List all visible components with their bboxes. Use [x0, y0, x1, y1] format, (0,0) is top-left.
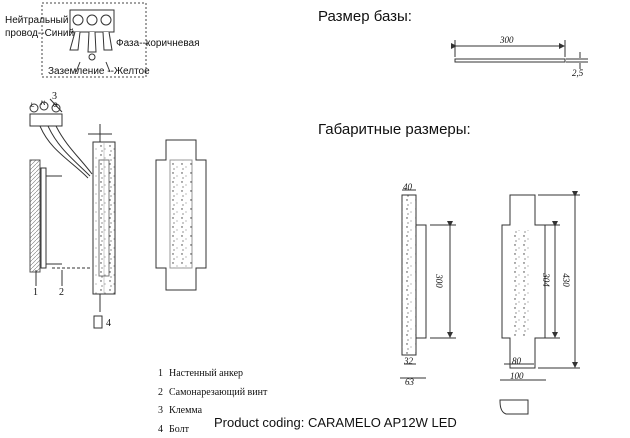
neutral-wire-label: Нейтральный провод--Синий: [5, 14, 74, 40]
left-outer-width-dim: 63: [405, 377, 414, 387]
base-length-dim: 300: [500, 35, 514, 45]
base-drawing: [455, 40, 588, 69]
callout-2: 2: [59, 287, 64, 298]
right-inner-width-dim: 80: [512, 356, 521, 366]
left-height-dim: 300: [434, 274, 444, 288]
phase-wire-label: Фаза--коричневая: [116, 38, 200, 49]
right-total-height-dim: 430: [561, 273, 571, 287]
callout-1: 1: [33, 287, 38, 298]
callout-4: 4: [106, 318, 111, 329]
base-thickness-dim: 2,5: [572, 68, 583, 78]
ground-wire-label: Заземление --Желтое: [48, 66, 150, 77]
left-top-width-dim: 40: [403, 182, 412, 192]
overall-left: [400, 190, 456, 378]
fixture-front: [156, 140, 206, 290]
callout-3: 3: [52, 91, 57, 102]
terminal-label-l: L: [31, 103, 34, 109]
base-size-title: Размер базы:: [318, 8, 412, 25]
terminal-label-n: N: [41, 101, 45, 107]
right-inner-height-dim: 304: [541, 273, 551, 287]
left-inner-width-dim: 32: [404, 356, 413, 366]
product-coding: Product coding: CARAMELO AP12W LED: [214, 415, 457, 430]
overall-size-title: Габаритные размеры:: [318, 121, 471, 138]
terminal-label-g: G: [53, 103, 58, 109]
wall-mount: [30, 160, 90, 286]
overall-right: [500, 195, 580, 414]
fixture-side: [88, 124, 115, 328]
right-outer-width-dim: 100: [510, 371, 524, 381]
